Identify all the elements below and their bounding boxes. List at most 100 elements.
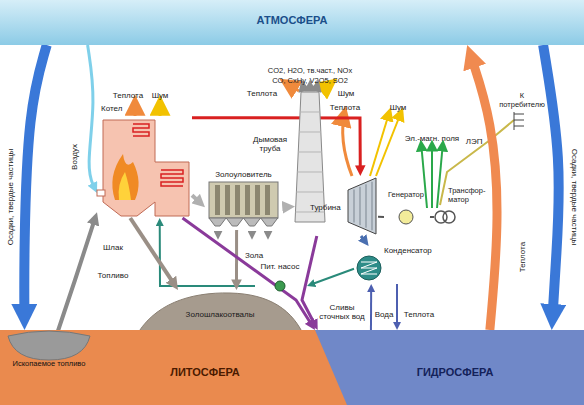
ash-collector: Золоуловитель	[205, 170, 284, 230]
atmosphere-band: АТМОСФЕРА	[0, 0, 584, 45]
connector-label: Теплота	[404, 310, 434, 319]
chimney-band	[300, 112, 320, 113]
noise-arrow	[159, 99, 162, 116]
hopper	[244, 218, 261, 226]
connector-label: Шлак	[103, 243, 123, 252]
lithosphere-ground	[0, 330, 348, 405]
annotation: Шум	[152, 91, 169, 100]
boiler: Котел	[97, 104, 192, 218]
chimney-body	[295, 92, 325, 222]
annotation: Шум	[338, 89, 355, 98]
filter-element	[235, 185, 240, 215]
node-label: Трансфор- матор	[448, 186, 492, 204]
flow-connector	[302, 236, 317, 325]
filter-element	[225, 185, 230, 215]
flow-connector	[130, 218, 174, 285]
heat-arrow	[343, 110, 352, 176]
transformer-coil	[443, 211, 455, 223]
chimney: Дымовая труба	[295, 92, 325, 222]
collector-body	[209, 182, 278, 218]
turbine-blade	[366, 184, 367, 227]
feed-pump: Пит. насос	[255, 262, 307, 292]
lithosphere-band: ЛИТОСФЕРА Ископаемое топливо	[0, 330, 350, 405]
turbine-blade	[360, 187, 361, 225]
annotation: Теплота	[330, 103, 360, 112]
field-arrow	[431, 142, 433, 208]
filter-element	[265, 185, 270, 215]
hopper	[209, 218, 226, 226]
annotation: CO, CxHy, V2O5, SO2	[272, 76, 348, 85]
node-label: Котел	[101, 104, 122, 113]
turbine: Турбина	[310, 176, 378, 236]
flow-connector	[378, 216, 384, 218]
air-inlet	[97, 190, 105, 196]
connector-label: Сливы сточных вод	[319, 303, 365, 321]
ash-arrow	[251, 231, 253, 238]
node-shape	[97, 104, 192, 218]
filter-element	[245, 185, 250, 215]
flame	[112, 154, 138, 200]
node-label: Пит. насос	[255, 262, 305, 271]
turbine-blade	[354, 189, 355, 222]
annotation: CO2, H2O, тв.част., NOx	[268, 66, 352, 75]
hopper	[261, 218, 278, 226]
pump-symbol	[275, 281, 285, 291]
connector-label: Осадки, твердые частицы	[570, 149, 579, 245]
annotation: Эл.-магн. поля	[405, 134, 459, 143]
fossil-fuel: Ископаемое топливо	[6, 332, 92, 372]
connector-label: Зола	[245, 251, 263, 260]
node-shape	[295, 92, 325, 222]
generator: Генератор	[384, 190, 430, 228]
node-label: АТМОСФЕРА	[0, 16, 584, 25]
connector-label: Теплота	[518, 242, 527, 272]
condenser: Конденсатор	[354, 246, 440, 284]
heat-arrow	[134, 99, 137, 116]
turbine-blade	[372, 182, 373, 231]
chimney-band	[297, 172, 322, 173]
noise-arrow	[376, 110, 402, 176]
transformer: Трансфор- матор	[434, 186, 492, 228]
node-label: ЛИТОСФЕРА	[140, 368, 270, 377]
flow-connector	[160, 222, 255, 286]
connector-label: Топливо	[98, 271, 129, 280]
connector-label: Воздух	[70, 144, 79, 170]
turbine-casing	[348, 178, 376, 234]
flow-connector	[58, 218, 95, 332]
flow-connector	[396, 284, 398, 326]
node-label: Конденсатор	[384, 246, 432, 255]
heating-coil	[161, 170, 183, 186]
flow-connector	[311, 269, 354, 285]
node-label: Генератор	[384, 190, 428, 199]
node-label: Золошлакоотвалы	[135, 310, 305, 319]
heating-coil	[133, 124, 149, 136]
filter-element	[215, 185, 220, 215]
chimney-band	[296, 192, 323, 193]
node-label: Дымовая труба	[247, 135, 293, 153]
node-shape	[205, 170, 284, 230]
node-label: Ископаемое топливо	[6, 359, 92, 368]
ash-arrow	[267, 231, 269, 238]
flow-connector	[192, 118, 360, 171]
ash-arrow	[217, 231, 219, 238]
flow-connector	[361, 236, 365, 242]
consumer-symbol	[514, 112, 524, 130]
annotation: Шум	[390, 103, 407, 112]
condenser-coil	[361, 262, 377, 274]
chimney-band	[298, 152, 322, 153]
flow-connector	[543, 45, 559, 317]
node-label: ГИДРОСФЕРА	[355, 368, 555, 377]
filter-element	[255, 185, 260, 215]
boiler-body	[103, 120, 189, 216]
hopper	[226, 218, 243, 226]
flow-connector	[430, 216, 434, 218]
annotation: Теплота	[247, 89, 277, 98]
annotation: ЛЭП	[466, 137, 483, 146]
annotation: Теплота	[113, 91, 143, 100]
hydrosphere-water	[315, 330, 584, 405]
flow-connector	[284, 205, 289, 209]
flame-core	[119, 172, 131, 200]
flow-connector	[370, 288, 372, 330]
connector-label: Вода	[375, 310, 394, 319]
power-line	[440, 120, 514, 205]
chimney-band	[299, 132, 321, 133]
